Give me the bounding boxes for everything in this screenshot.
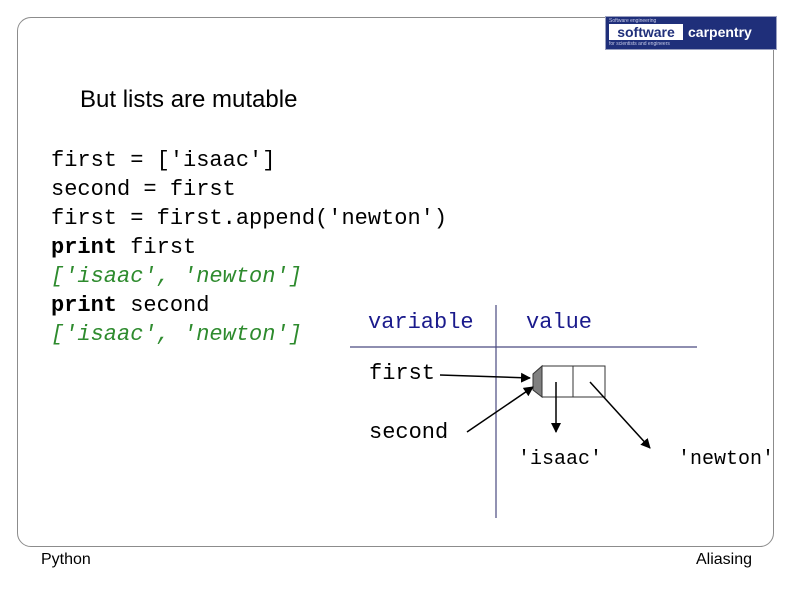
code-text: first [117, 235, 197, 260]
column-header-value: value [526, 310, 593, 335]
code-text: first = first.append('newton') [51, 206, 448, 231]
logo-word-carpentry: carpentry [688, 24, 752, 40]
code-output-1: ['isaac', 'newton'] [51, 264, 302, 289]
logo-tagline-top: Software engineering [609, 18, 657, 24]
footer-right: Aliasing [696, 551, 753, 568]
footer-left: Python [41, 551, 91, 568]
logo-tagline-bottom: for scientists and engineers [609, 41, 670, 47]
arrow-cell2-to-newton [589, 381, 651, 449]
string-isaac: 'isaac' [518, 448, 603, 471]
list-object [532, 364, 606, 399]
variable-second: second [369, 420, 449, 445]
code-output-2: ['isaac', 'newton'] [51, 322, 302, 347]
list-cap [532, 364, 543, 399]
column-header-variable: variable [368, 310, 474, 335]
logo-word-software: software [609, 24, 683, 40]
arrow-second-to-list [466, 386, 534, 433]
code-keyword: print [51, 293, 118, 318]
code-line-3: first = first.append('newton') [51, 204, 447, 233]
software-carpentry-logo: Software engineering software carpentry … [605, 16, 777, 50]
code-line-4: print first [51, 233, 196, 262]
code-line-2: second = first [51, 175, 236, 204]
code-text: second [117, 293, 210, 318]
code-line-1: first = ['isaac'] [51, 146, 275, 175]
variable-first: first [369, 361, 436, 386]
arrow-first-to-list [439, 372, 531, 383]
code-line-6: print second [51, 291, 209, 320]
slide-frame [17, 17, 774, 547]
string-newton: 'newton' [678, 448, 775, 471]
slide-title: But lists are mutable [80, 86, 298, 113]
code-keyword: print [51, 235, 118, 260]
code-text: first = ['isaac'] [51, 148, 276, 173]
code-text: second = first [51, 177, 236, 202]
